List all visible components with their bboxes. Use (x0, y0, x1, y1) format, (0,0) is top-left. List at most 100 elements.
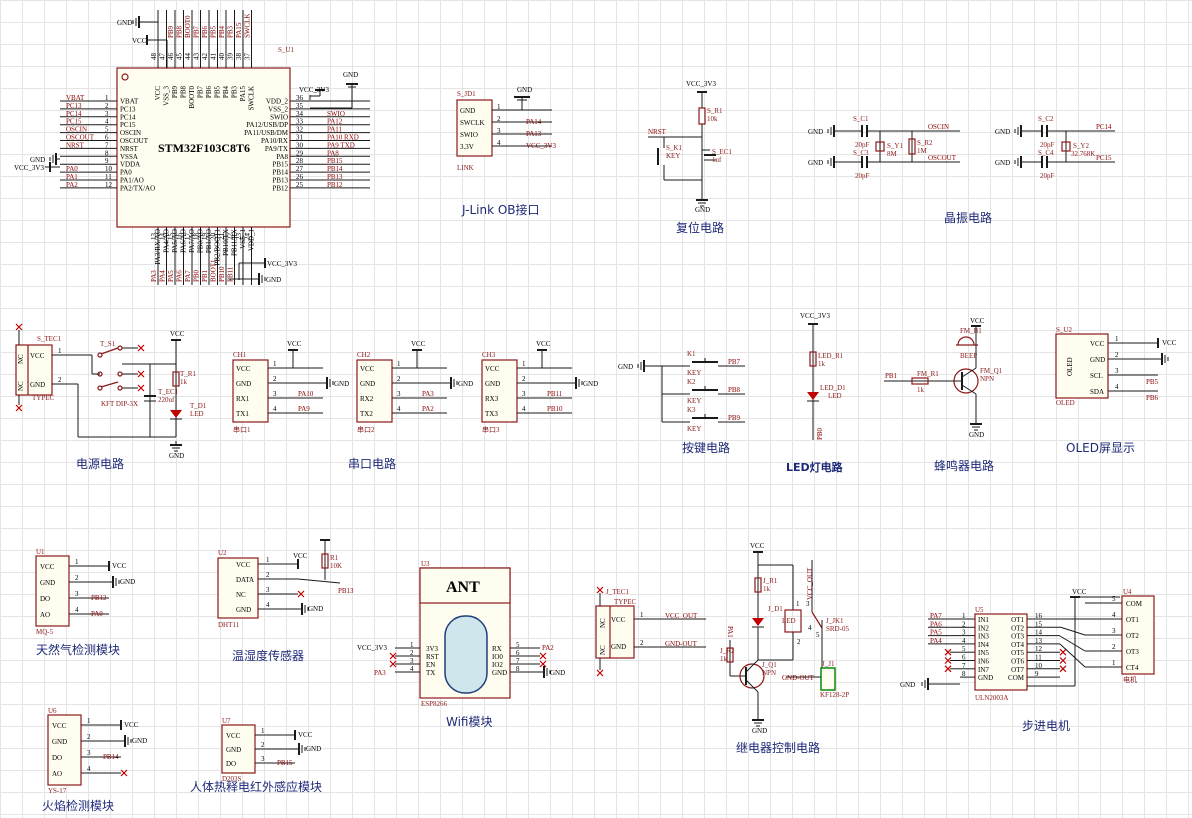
uln-in-num: 1 (962, 612, 966, 620)
crystal-c1-val: 20pF (855, 141, 870, 149)
uart-pin-num: 2 (397, 375, 401, 383)
uln-out-name: OT3 (1011, 633, 1024, 641)
mcu-pin-name: PA3/RX/AO (154, 229, 162, 265)
reset-r-ref: S_R1 (707, 107, 723, 115)
buzzer-circuit: VCC FM_B1 BEEP FM_Q1 NPN GND PB1 FM_R1 1… (884, 317, 1003, 473)
tec2-nc2: NC (599, 645, 607, 655)
sensor-pin-name: VCC (52, 722, 67, 730)
mcu-pin-num: 8 (105, 149, 109, 157)
dht-vcc: VCC (293, 552, 308, 560)
sensor-ref: U6 (48, 707, 57, 715)
dht-pin-name: GND (236, 606, 251, 614)
crystal-c2-val: 20pF (1040, 141, 1055, 149)
stepper-circuit: U5 ULN2003A IN11PA7IN22PA6IN33PA5IN44PA4… (900, 588, 1155, 733)
crystal-c1: S_C1 (853, 115, 869, 123)
mcu-pin-net: PC13 (66, 102, 82, 110)
mcu-pin-net: PC14 (66, 110, 82, 118)
mcu-vcc-label: VCC (132, 37, 147, 45)
power-vcc-pin: VCC (30, 352, 45, 360)
mcu-pin-net: PA5 (167, 270, 175, 282)
uart-net-rx: PA3 (422, 390, 434, 398)
mcu-pin-name: PB7 (197, 86, 205, 99)
sensor-pin-num: 1 (75, 558, 79, 566)
crystal-oscout: OSCOUT (928, 154, 957, 162)
section-uart: 串口电路 (348, 456, 396, 471)
key-net: PB8 (728, 386, 741, 394)
sensor-vcc: VCC (124, 721, 139, 729)
wifi-pin-name: IO0 (492, 653, 503, 661)
mcu-pin-name: NRST (120, 145, 139, 153)
uln-out-name: OT7 (1011, 666, 1024, 674)
crystal-pc14: PC14 (1096, 123, 1112, 131)
mcu-pin-num: 34 (296, 110, 304, 118)
mcu-pin-net: PB1 (201, 269, 209, 282)
crystal-gnd3: GND (995, 128, 1010, 136)
dht-pin-num: 4 (266, 601, 270, 609)
mcu-pin-name: PA0 (120, 169, 132, 177)
sensor-pin-net: PB12 (91, 594, 107, 602)
mcu-pin-name: PB3 (231, 86, 239, 99)
relay-r2-val: 1k (720, 655, 728, 663)
sensor-pin-name: AO (40, 611, 50, 619)
mcu-pin-net: PC15 (66, 118, 82, 126)
uln-out-num: 13 (1035, 637, 1043, 645)
motor-pin-name: COM (1126, 600, 1143, 608)
oled-pin-num: 1 (1115, 335, 1119, 343)
power-vcc: VCC (170, 330, 185, 338)
uln-out-num: 9 (1035, 670, 1039, 678)
mcu-pin-num: 21 (218, 233, 226, 241)
mcu-pin-num: 36 (296, 94, 304, 102)
mcu-pin-net: PB9 (167, 25, 175, 38)
uart-pin-name: TX3 (485, 410, 498, 418)
mcu-pin-num: 2 (105, 102, 109, 110)
crystal-c4-val: 20pF (1040, 172, 1055, 180)
crystal-y1-val: 8M (887, 150, 898, 158)
uln-in-num: 8 (962, 670, 966, 678)
sensor-pin-net: PB15 (277, 759, 293, 767)
crystal-r2-val: 1M (917, 147, 928, 155)
crystal-c4: S_C4 (1038, 149, 1054, 157)
section-dht: 温湿度传感器 (232, 648, 304, 663)
uln-in-net: PA4 (930, 637, 942, 645)
uart-vcc: VCC (536, 340, 551, 348)
mcu-pin-num: 6 (105, 134, 109, 142)
jlink-name: LINK (457, 164, 474, 172)
sensor-pin-net: PB14 (103, 753, 119, 761)
uln-out-num: 12 (1035, 645, 1043, 653)
mcu-pin-name: PB11/RX (231, 229, 239, 256)
uart-pin-name: RX2 (360, 395, 374, 403)
sensor-vcc: VCC (298, 731, 313, 739)
uln-in-num: 6 (962, 654, 966, 662)
mcu-pin-net: BOOT0 (184, 15, 192, 38)
mcu-pin-net: PB15 (327, 157, 343, 165)
section-power: 电源电路 (76, 456, 124, 471)
power-sw-ref: T_S1 (100, 340, 116, 348)
led-net: PB0 (816, 427, 824, 440)
section-jlink: J-Link OB接口 (461, 202, 540, 217)
uln-in-name: IN2 (978, 624, 989, 632)
mcu-pin-name: PA9/TX (265, 145, 288, 153)
mcu-pin-num: 14 (159, 233, 167, 241)
sensor-pin-name: DO (226, 760, 236, 768)
wifi-pin-num: 6 (516, 649, 520, 657)
buzzer-vcc: VCC (970, 317, 985, 325)
crystal-gnd1: GND (808, 128, 823, 136)
power-gnd: GND (169, 452, 184, 460)
tec2-ref: J_TEC1 (606, 588, 629, 596)
uln-out-num: 15 (1035, 620, 1043, 628)
mcu-pin-num: 3 (105, 110, 109, 118)
oled-pin-net: PB6 (1146, 394, 1159, 402)
uart-pin-num: 4 (397, 405, 401, 413)
sensor-pin-num: 2 (87, 733, 91, 741)
uart-net-tx: PA2 (422, 405, 434, 413)
motor-pin-name: OT3 (1126, 648, 1139, 656)
relay-pin-5: 5 (816, 631, 820, 639)
sensor-pin-name: GND (52, 738, 67, 746)
mcu-pin-name: PA2/TX/AO (120, 184, 155, 192)
uln-in-name: IN1 (978, 616, 989, 624)
relay-circuit: VCC J_R1 1k J_D1 LED 1 3 2 4 5 VCC_OUT J… (720, 542, 849, 755)
mcu-pin-name: PB15 (272, 161, 288, 169)
